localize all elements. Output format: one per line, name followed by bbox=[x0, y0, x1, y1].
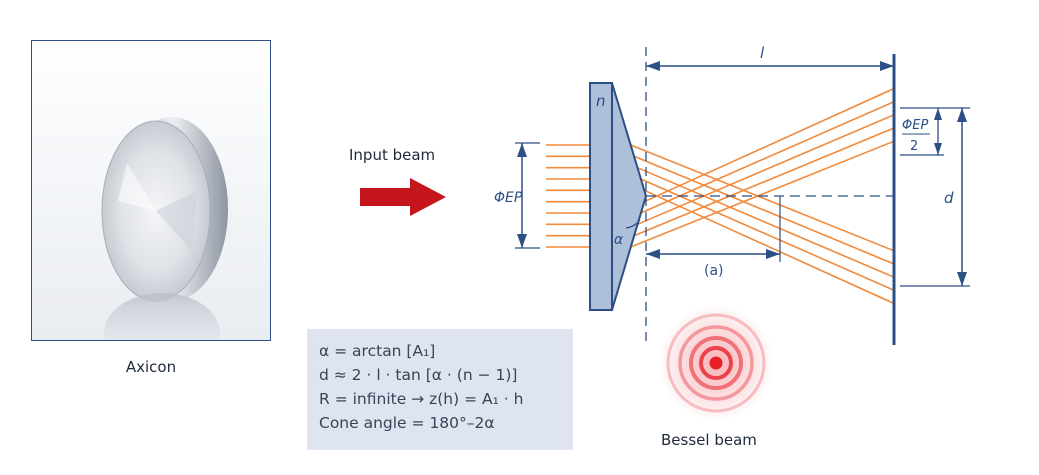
bessel-beam-label: Bessel beam bbox=[661, 431, 757, 449]
refracted-ray bbox=[637, 166, 895, 278]
diameter-arrow-bottom bbox=[517, 234, 527, 248]
refracted-ray bbox=[640, 100, 895, 214]
axicon-cone bbox=[611, 82, 648, 311]
bessel-beam-pattern bbox=[658, 305, 774, 421]
diameter-arrow-top bbox=[517, 143, 527, 157]
refracted-ray bbox=[633, 127, 895, 237]
depth-label: (a) bbox=[704, 263, 724, 279]
refracted-ray bbox=[640, 178, 895, 292]
cone-angle-label: α bbox=[614, 232, 624, 248]
half-arrow-bottom bbox=[934, 143, 942, 155]
bessel-ring-2 bbox=[689, 336, 743, 390]
half-arrow-top bbox=[934, 108, 942, 120]
refracted-rays bbox=[630, 87, 895, 305]
refractive-index-label: n bbox=[596, 92, 606, 110]
axicon-plate bbox=[589, 82, 613, 311]
depth-arrow-left bbox=[646, 249, 660, 259]
axicon-label: Axicon bbox=[125, 358, 177, 376]
formula-line-1: α = arctan [A₁] bbox=[319, 342, 436, 360]
formula-line-2: d ≈ 2 · l · tan [α · (n − 1)] bbox=[319, 366, 518, 384]
length-arrow-left bbox=[646, 61, 660, 71]
ring-arrow-top bbox=[957, 108, 967, 122]
length-label: l bbox=[760, 44, 765, 62]
formula-line-4: Cone angle = 180°–2α bbox=[319, 414, 495, 432]
formula-line-3: R = infinite → z(h) = A₁ · h bbox=[319, 390, 524, 408]
refracted-ray bbox=[630, 144, 895, 252]
bessel-core bbox=[709, 356, 723, 370]
formula-box: α = arctan [A₁] d ≈ 2 · l · tan [α · (n … bbox=[307, 329, 573, 450]
cone-highlight bbox=[118, 163, 156, 211]
refracted-ray bbox=[643, 87, 895, 203]
cone-angle-arc bbox=[625, 219, 641, 229]
axicon-photo bbox=[31, 40, 271, 341]
depth-arrow-right bbox=[766, 249, 780, 259]
length-arrow-right bbox=[880, 61, 894, 71]
cone-shadow bbox=[156, 191, 197, 251]
input-beam-label: Input beam bbox=[349, 146, 436, 164]
bessel-ring-3 bbox=[678, 325, 754, 401]
refracted-ray bbox=[643, 189, 895, 305]
bessel-ring-1 bbox=[699, 346, 733, 380]
refracted-ray bbox=[633, 155, 895, 265]
bessel-ring-4 bbox=[666, 313, 766, 413]
refracted-ray bbox=[630, 140, 895, 248]
half-diameter-denominator: 2 bbox=[910, 139, 918, 154]
ring-diameter-label: d bbox=[944, 189, 954, 207]
ring-arrow-bottom bbox=[957, 272, 967, 286]
input-diameter-label: ΦEP bbox=[494, 190, 523, 206]
axicon-lens-image bbox=[101, 117, 228, 340]
half-diameter-numerator: ΦEP bbox=[902, 118, 928, 133]
lens-reflection bbox=[104, 293, 220, 340]
input-beam-arrow bbox=[360, 178, 446, 216]
refracted-ray bbox=[637, 114, 895, 226]
